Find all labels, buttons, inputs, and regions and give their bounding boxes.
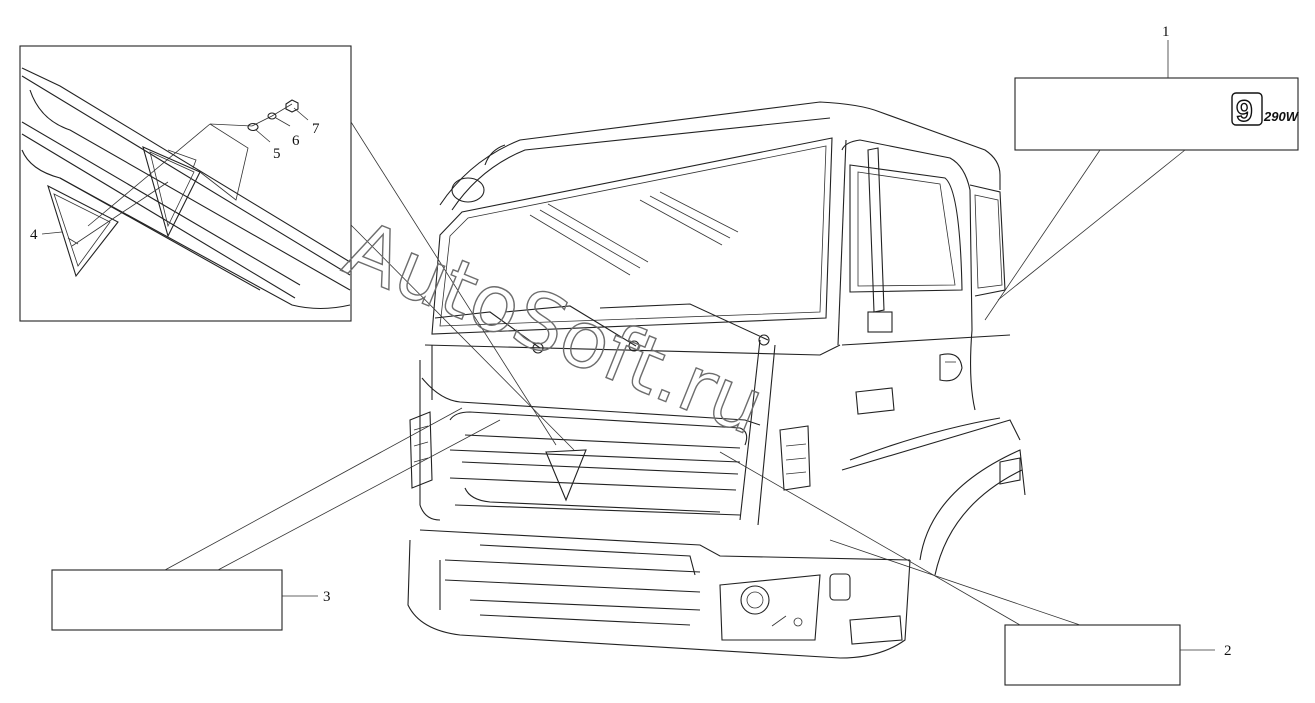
nut-7 bbox=[285, 99, 299, 113]
callout-2: 2 bbox=[1224, 643, 1232, 659]
side-vent bbox=[779, 425, 811, 491]
badge-nine-plate bbox=[1231, 92, 1263, 126]
inset-hardware bbox=[247, 99, 299, 132]
front-bumper bbox=[407, 529, 911, 659]
wipers bbox=[434, 303, 770, 354]
leader-lines bbox=[164, 40, 1215, 651]
inset-emblem bbox=[142, 146, 201, 238]
callout-1: 1 bbox=[1162, 24, 1170, 40]
label-box-3 bbox=[51, 569, 283, 631]
callout-4: 4 bbox=[30, 227, 38, 243]
cab-door bbox=[841, 139, 1021, 485]
side-marker-left bbox=[409, 411, 433, 489]
detail-inset bbox=[19, 45, 352, 322]
inset-grille-slats bbox=[21, 67, 351, 310]
watermark: AutoSoft.ru bbox=[333, 204, 776, 453]
front-grille bbox=[449, 411, 748, 516]
callout-5: 5 bbox=[273, 146, 281, 162]
callout-3: 3 bbox=[323, 589, 331, 605]
callout-numbers: 1 2 3 4 5 6 7 bbox=[30, 24, 1232, 659]
bumper-grille-mesh bbox=[829, 573, 851, 601]
washer-5 bbox=[247, 122, 259, 132]
badge-model: 290W bbox=[1263, 109, 1300, 124]
door-window bbox=[849, 164, 963, 293]
windshield bbox=[431, 137, 833, 335]
truck-cab bbox=[407, 101, 1026, 659]
fog-lamp bbox=[719, 574, 821, 641]
callout-7: 7 bbox=[312, 121, 320, 137]
callout-6: 6 bbox=[292, 133, 300, 149]
label-box-2 bbox=[1004, 624, 1181, 686]
grille-emblem bbox=[545, 449, 587, 502]
badge-frame bbox=[1014, 77, 1299, 151]
door-handle bbox=[939, 353, 963, 382]
corner-lamp bbox=[451, 177, 485, 203]
badge-box: 9 290W bbox=[1014, 77, 1300, 151]
inset-explode-lines bbox=[71, 103, 293, 247]
badge-numeral: 9 bbox=[1236, 95, 1253, 128]
washer-6 bbox=[267, 112, 277, 120]
